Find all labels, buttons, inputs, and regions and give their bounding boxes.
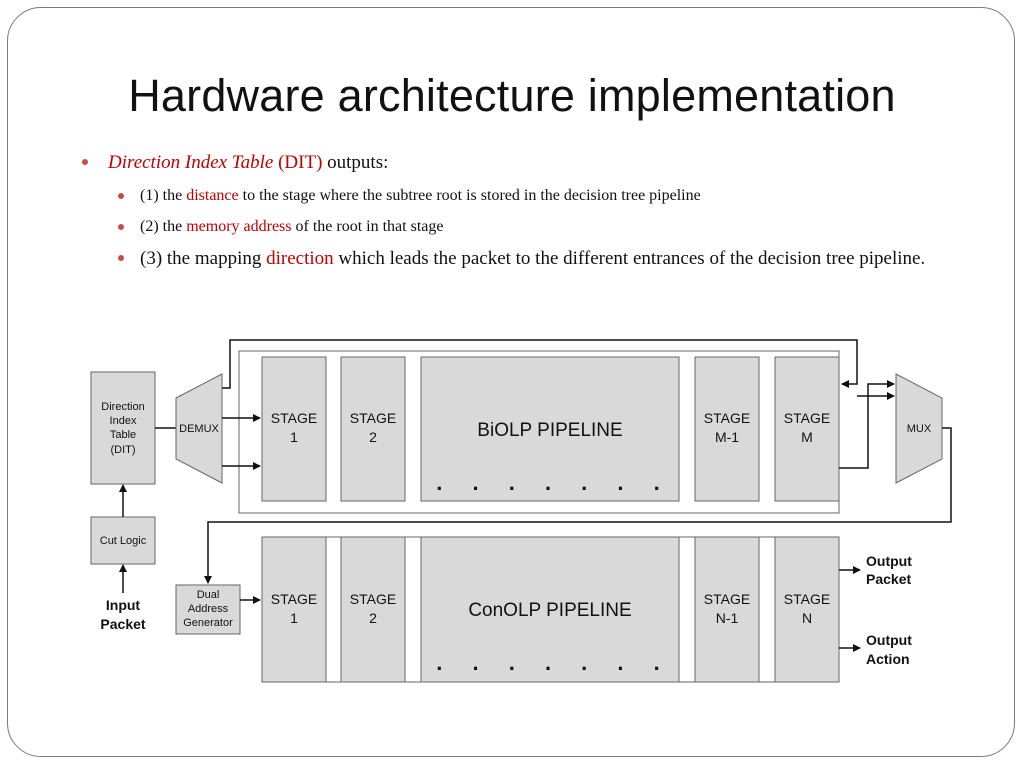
stage-label: STAGE xyxy=(704,591,750,607)
dit-block: Direction Index Table (DIT) xyxy=(90,371,156,485)
dit-label: Index xyxy=(110,415,137,427)
stage-label: STAGE xyxy=(271,410,317,426)
cut-logic-block: Cut Logic xyxy=(90,516,156,565)
mux-block: MUX xyxy=(895,373,943,484)
sub-bullet-highlight: direction xyxy=(266,248,334,269)
sub-bullet-rest: of the root in that stage xyxy=(295,218,444,235)
sub-bullet-rest: to the stage where the subtree root is s… xyxy=(242,187,701,204)
input-packet-label: Input xyxy=(106,597,141,613)
input-packet-label: Packet xyxy=(100,616,145,632)
slide-title: Hardware architecture implementation xyxy=(128,70,896,121)
bullet-dot-icon xyxy=(118,255,124,261)
demux-label: DEMUX xyxy=(179,423,219,435)
output-packet-label: Output xyxy=(866,553,912,569)
dual-address-generator-block: Dual Address Generator xyxy=(175,584,241,635)
stage-label: 1 xyxy=(290,610,298,626)
dual-address-label: Dual xyxy=(197,589,220,601)
bullet-dot-icon xyxy=(82,159,88,165)
sub-bullet-prefix: (1) the xyxy=(140,187,183,204)
demux-block: DEMUX xyxy=(175,373,223,484)
dual-address-label: Generator xyxy=(183,617,233,629)
sub-bullet-3: (3) the mapping direction which leads th… xyxy=(118,244,980,274)
stage-label: N-1 xyxy=(716,610,739,626)
dit-label: Table xyxy=(110,429,136,441)
ellipsis-dots: . . . . . . . xyxy=(436,650,671,675)
sub-bullet-highlight: distance xyxy=(186,187,239,204)
output-action-label: Action xyxy=(866,651,910,667)
cut-logic-label: Cut Logic xyxy=(100,535,147,547)
sub-bullet-prefix: (3) the mapping xyxy=(140,248,262,269)
conolp-pipeline: STAGE 1 STAGE 2 STAGE N-1 STAGE N ConOLP… xyxy=(261,536,840,683)
stage-label: M-1 xyxy=(715,429,739,445)
ellipsis-dots: . . . . . . . xyxy=(436,470,671,495)
wire-mux-to-dual-address xyxy=(204,427,952,584)
stage-label: STAGE xyxy=(271,591,317,607)
wire-demux-top-loop xyxy=(222,339,858,389)
stage-label: N xyxy=(802,610,812,626)
bullet-dot-icon xyxy=(118,224,124,230)
bullet-main: Direction Index Table (DIT) outputs: xyxy=(80,150,980,176)
bullet-dot-icon xyxy=(118,193,124,199)
dit-rest: outputs: xyxy=(327,152,389,173)
mux-label: MUX xyxy=(907,423,932,435)
sub-bullet-1: (1) the distance to the stage where the … xyxy=(118,185,980,207)
biolp-pipeline: STAGE 1 STAGE 2 STAGE M-1 STAGE M BiOLP … xyxy=(238,350,840,514)
stage-label: STAGE xyxy=(784,591,830,607)
output-packet-label: Packet xyxy=(866,571,911,587)
dit-label: (DIT) xyxy=(110,444,135,456)
sub-bullet-rest: which leads the packet to the different … xyxy=(338,248,926,269)
stage-label: 2 xyxy=(369,610,377,626)
biolp-label: BiOLP PIPELINE xyxy=(477,420,622,441)
stage-label: M xyxy=(801,429,813,445)
stage-label: 2 xyxy=(369,429,377,445)
sub-bullet-highlight: memory address xyxy=(186,218,292,235)
conolp-label: ConOLP PIPELINE xyxy=(468,600,631,621)
bullet-list: Direction Index Table (DIT) outputs: (1)… xyxy=(80,150,980,274)
output-action-label: Output xyxy=(866,632,912,648)
sub-bullet-2: (2) the memory address of the root in th… xyxy=(118,216,980,238)
stage-label: STAGE xyxy=(350,410,396,426)
wire-stage-m-to-mux xyxy=(839,380,895,469)
dit-label: Direction xyxy=(101,401,144,413)
stage-label: 1 xyxy=(290,429,298,445)
stage-label: STAGE xyxy=(784,410,830,426)
sub-bullet-prefix: (2) the xyxy=(140,218,183,235)
stage-label: STAGE xyxy=(350,591,396,607)
dual-address-label: Address xyxy=(188,603,229,615)
dit-abbr: (DIT) xyxy=(278,152,323,173)
dit-term: Direction Index Table xyxy=(108,152,274,173)
stage-label: STAGE xyxy=(704,410,750,426)
